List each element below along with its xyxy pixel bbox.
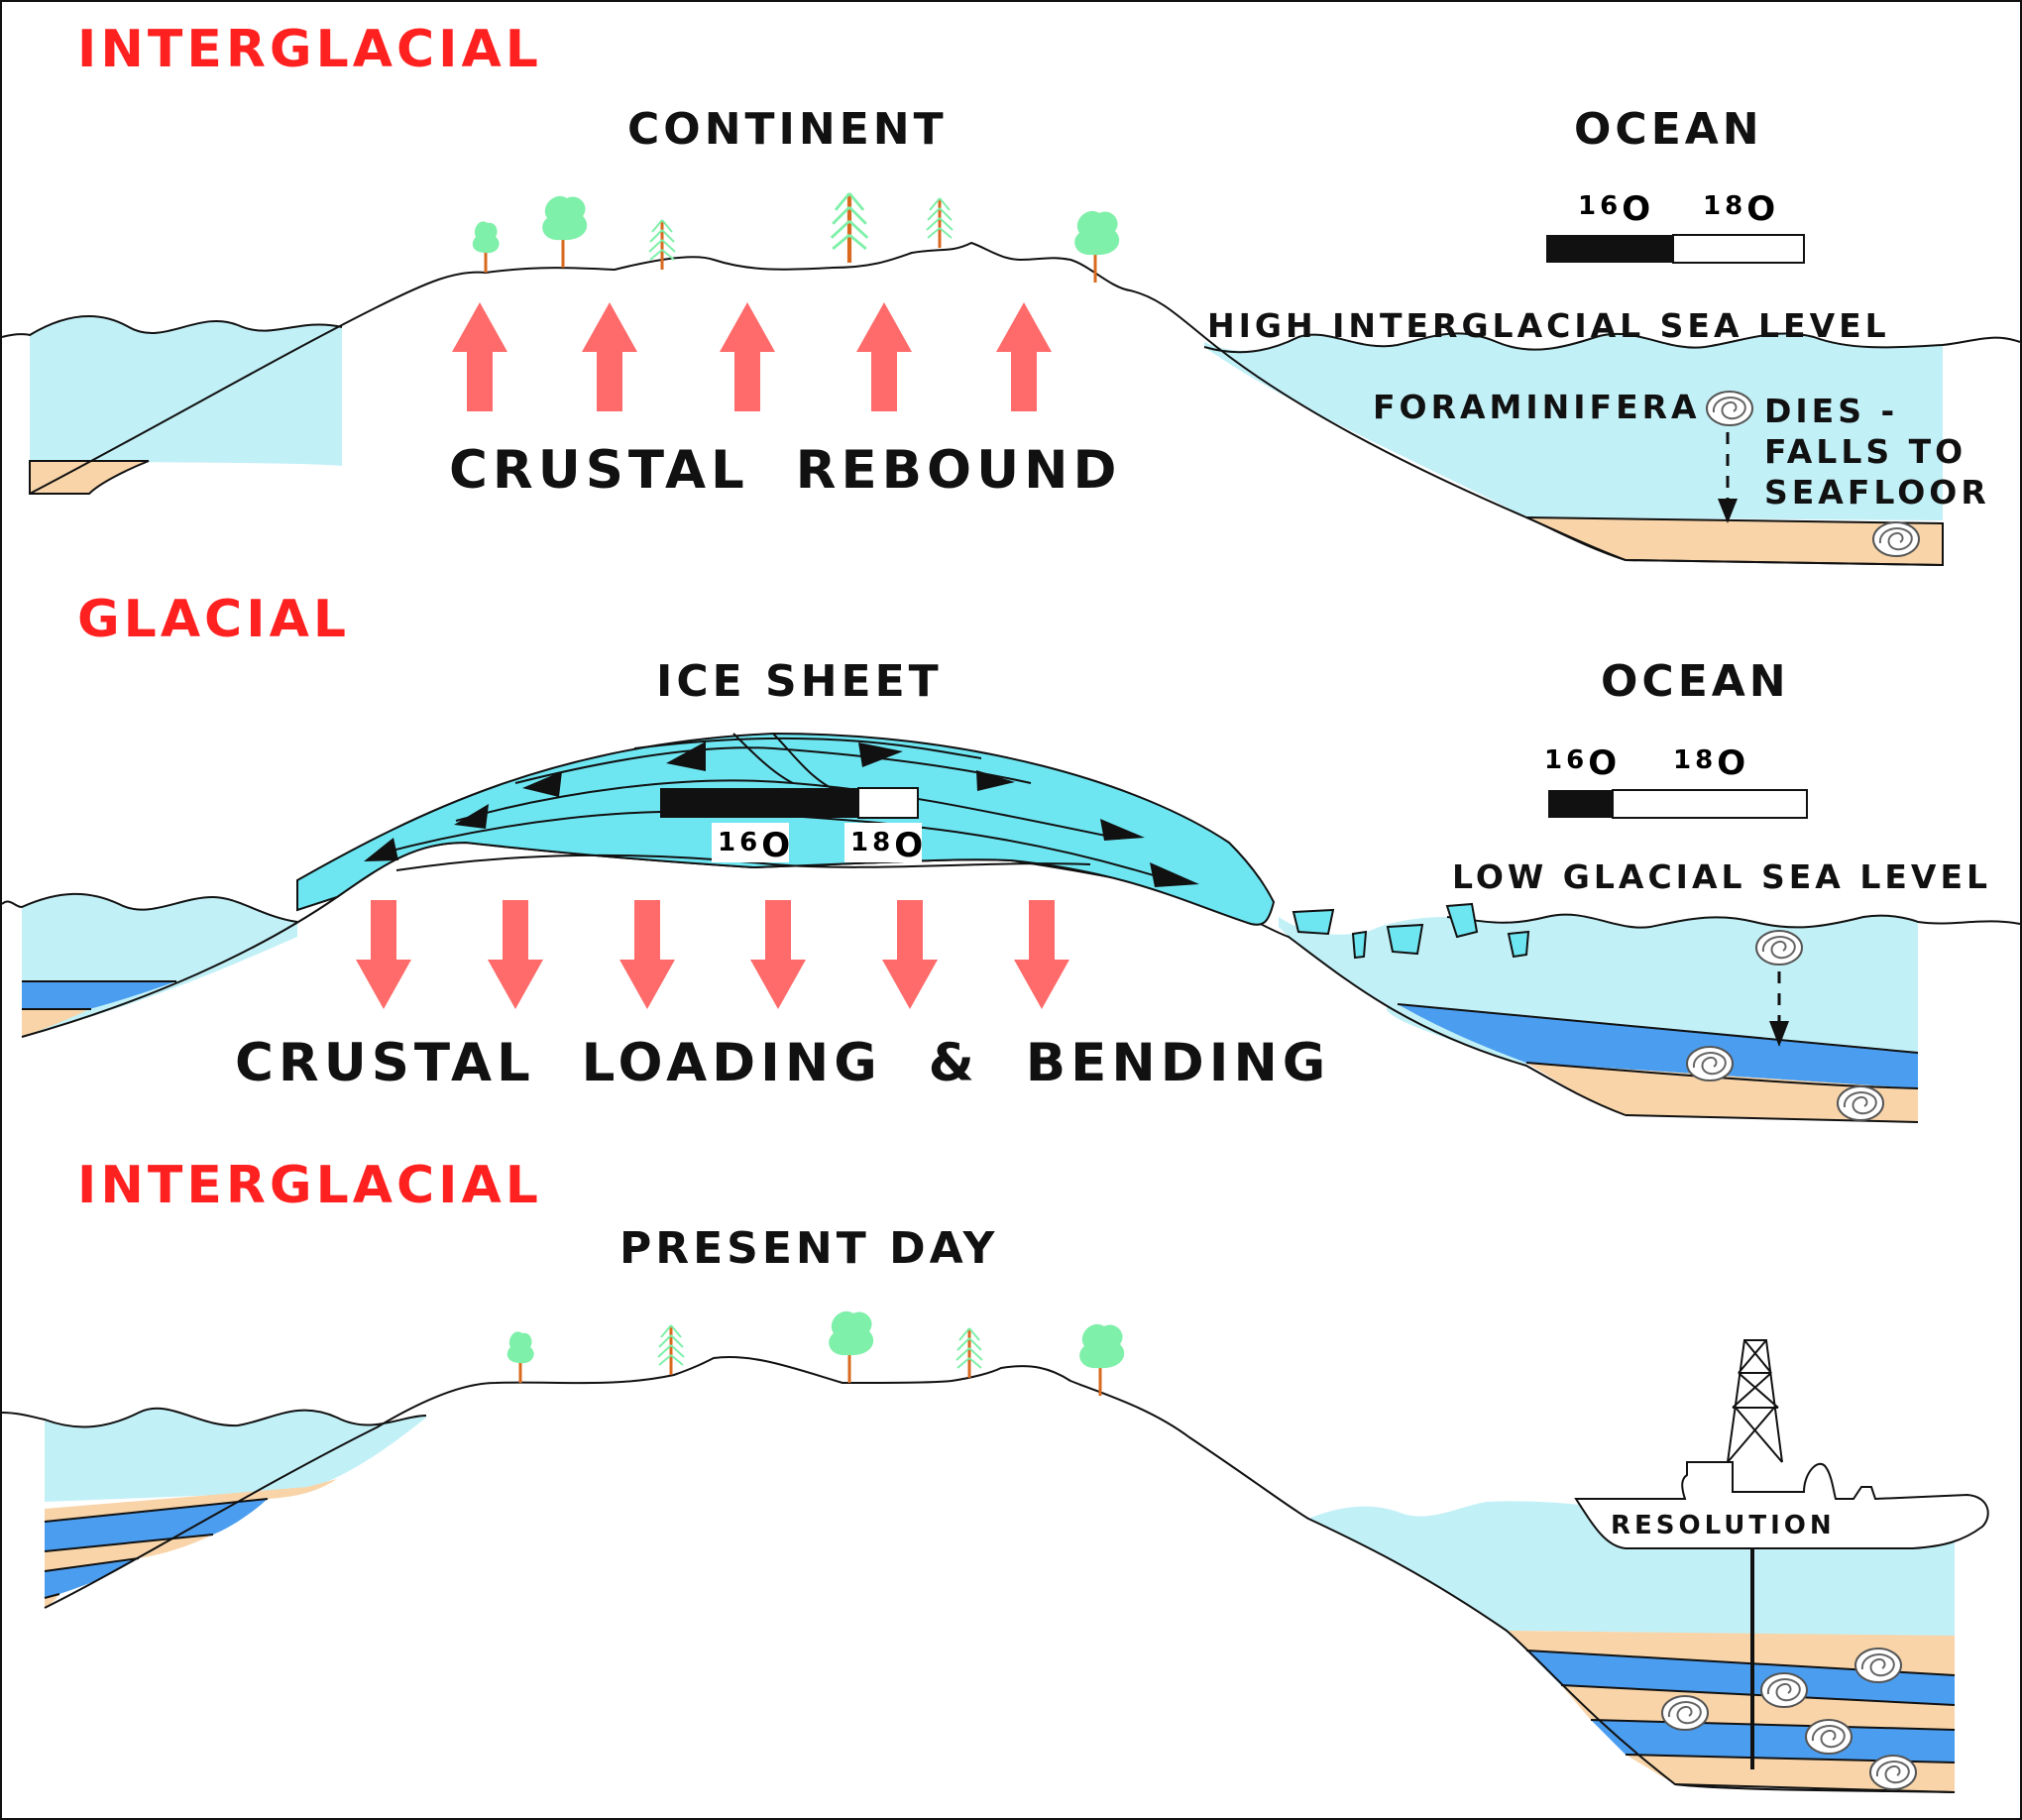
crustal-loading-label: CRUSTAL LOADING & BENDING bbox=[235, 1033, 1330, 1093]
ice-iso16-label: 16O bbox=[718, 826, 794, 865]
ship-name-label: RESOLUTION bbox=[1611, 1511, 1836, 1540]
ocean-iso16-bar bbox=[1548, 790, 1613, 818]
shell-icon bbox=[1872, 521, 1920, 557]
era-title: INTERGLACIAL bbox=[77, 1156, 542, 1215]
tree-icon bbox=[1072, 209, 1121, 284]
ocean-label: OCEAN bbox=[1574, 104, 1763, 155]
arrow-down-icon bbox=[882, 900, 938, 1009]
arrow-up-icon bbox=[856, 302, 912, 411]
panel-glacial: GLACIAL ICE SHEET OCEAN 16O 18O 16O 18O … bbox=[1, 590, 2021, 1123]
tree-icon bbox=[1077, 1322, 1126, 1398]
present-day-label: PRESENT DAY bbox=[619, 1223, 998, 1274]
drill-ship-icon bbox=[1574, 1339, 1989, 1769]
conifer-icon bbox=[955, 1326, 984, 1380]
shell-icon bbox=[1706, 391, 1753, 426]
iso16-label: 16O bbox=[1578, 189, 1654, 229]
arrow-up-icon bbox=[996, 302, 1052, 411]
era-title: INTERGLACIAL bbox=[77, 20, 542, 79]
foram-note-line: FALLS TO bbox=[1764, 432, 1966, 471]
shell-icon bbox=[1686, 1046, 1734, 1081]
continent-label: CONTINENT bbox=[627, 104, 948, 155]
shell-icon bbox=[1854, 1648, 1902, 1683]
ice-iso16-bar bbox=[660, 788, 858, 818]
conifer-icon bbox=[656, 1323, 686, 1377]
arrow-down-icon bbox=[1014, 900, 1069, 1009]
tree-icon bbox=[471, 219, 502, 275]
shell-icon bbox=[1760, 1672, 1808, 1708]
ice-sheet-label: ICE SHEET bbox=[656, 656, 943, 707]
crustal-rebound-label: CRUSTAL REBOUND bbox=[449, 440, 1122, 501]
ocean-label: OCEAN bbox=[1601, 656, 1790, 707]
ocean-iso16-label: 16O bbox=[1544, 743, 1621, 783]
arrow-down-icon bbox=[619, 900, 675, 1009]
shell-icon bbox=[1755, 930, 1803, 966]
shell-icon bbox=[1869, 1755, 1917, 1790]
conifer-icon bbox=[832, 193, 867, 263]
shell-icon bbox=[1837, 1085, 1884, 1121]
era-title: GLACIAL bbox=[77, 590, 350, 649]
arrow-up-icon bbox=[582, 302, 637, 411]
tree-icon bbox=[827, 1309, 875, 1385]
panel-present-day: INTERGLACIAL PRESENT DAY RESOLUTION bbox=[1, 1156, 1989, 1793]
arrow-down-icon bbox=[356, 900, 411, 1009]
ice-iso18-label: 18O bbox=[850, 826, 927, 865]
sea-level-label: LOW GLACIAL SEA LEVEL bbox=[1452, 857, 1991, 896]
conifer-icon bbox=[925, 196, 955, 250]
shell-icon bbox=[1661, 1695, 1709, 1731]
arrow-up-icon bbox=[720, 302, 775, 411]
iso18-label: 18O bbox=[1703, 189, 1779, 229]
arrow-down-icon bbox=[488, 900, 543, 1009]
sea-level-label: HIGH INTERGLACIAL SEA LEVEL bbox=[1207, 306, 1890, 345]
foram-note-line: SEAFLOOR bbox=[1764, 473, 1990, 512]
ice-iso18-bar bbox=[857, 787, 919, 819]
foram-note-line: DIES - bbox=[1764, 392, 1898, 430]
tree-icon bbox=[506, 1329, 536, 1385]
ocean-iso18-bar bbox=[1612, 789, 1808, 819]
arrow-down-icon bbox=[750, 900, 806, 1009]
arrow-up-icon bbox=[452, 302, 507, 411]
iso18-bar bbox=[1672, 234, 1805, 264]
ocean-iso18-label: 18O bbox=[1673, 743, 1749, 783]
iso16-bar bbox=[1546, 235, 1673, 263]
tree-icon bbox=[540, 194, 589, 270]
foraminifera-label: FORAMINIFERA bbox=[1373, 388, 1701, 426]
shell-icon bbox=[1805, 1719, 1853, 1755]
panel-interglacial-top: INTERGLACIAL CONTINENT OCEAN 16O 18O HIG… bbox=[1, 20, 2021, 567]
